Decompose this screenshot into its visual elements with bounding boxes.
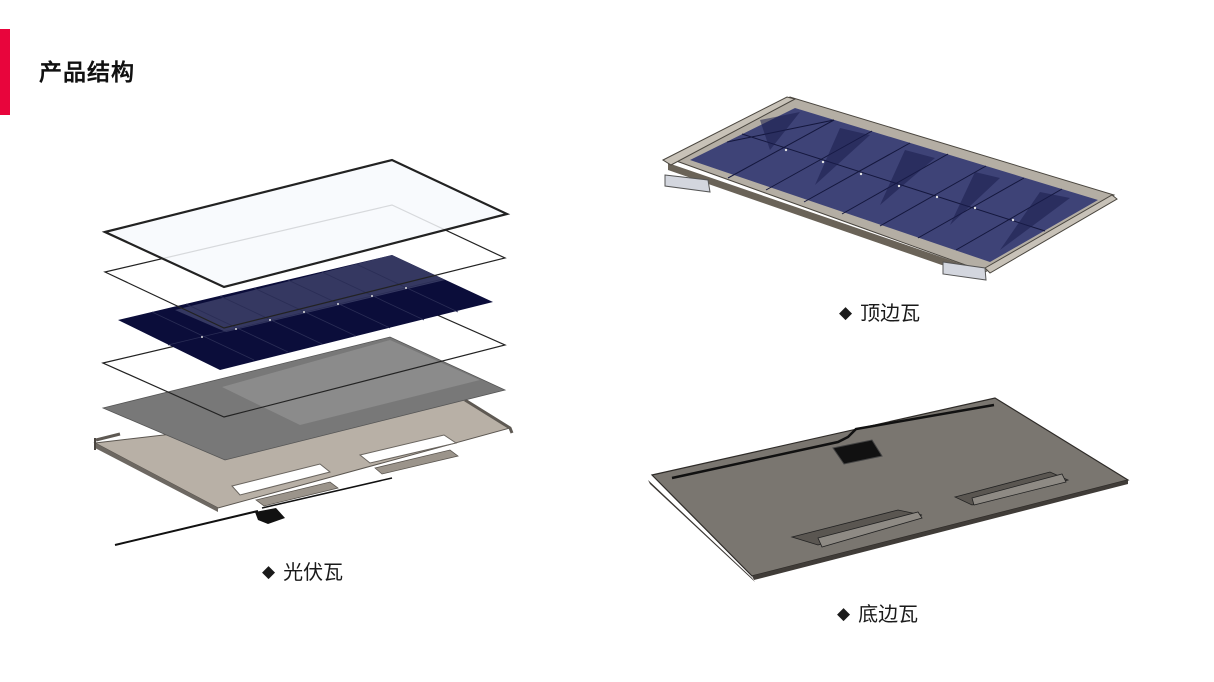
mounting-bracket-left [664,174,711,193]
caption-pv-tile: ◆ 光伏瓦 [262,562,343,582]
caption-bottom-edge-tile: ◆ 底边瓦 [837,604,918,624]
mounting-bracket-right [942,261,987,281]
cable-and-junction-box [114,477,393,546]
mounting-rail-right [953,471,1070,506]
left-rail [661,96,797,166]
diamond-bullet-icon: ◆ [262,561,276,582]
caption-text: 底边瓦 [858,602,919,626]
accent-bar [0,29,10,115]
page-title: 产品结构 [39,60,135,86]
metal-tray [93,398,514,512]
solar-cell-array [690,108,1098,262]
junction-box-recess [832,439,883,465]
caption-text: 光伏瓦 [283,560,344,584]
mounting-rail-left [790,509,923,548]
right-rail [984,194,1118,274]
caption-text: 顶边瓦 [860,301,921,325]
cable-channel [671,403,995,480]
diamond-bullet-icon: ◆ [837,603,851,624]
glass-cover-layer [101,158,511,289]
diamond-bullet-icon: ◆ [839,302,853,323]
caption-top-edge-tile: ◆ 顶边瓦 [839,303,920,323]
